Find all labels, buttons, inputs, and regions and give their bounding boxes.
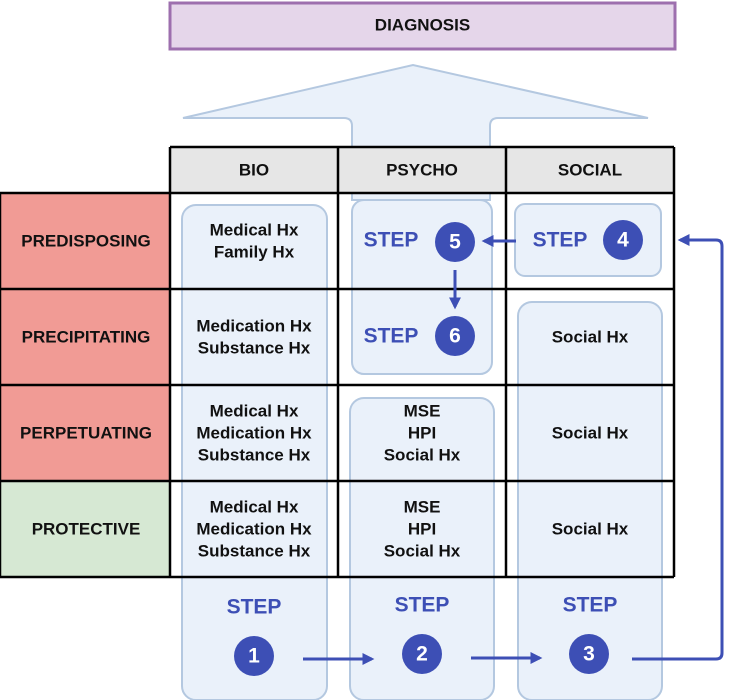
- grid-lines: [0, 145, 676, 579]
- step-6-badge: [435, 316, 475, 356]
- psycho-perpetuating-line-1: MSE: [404, 401, 441, 420]
- social-precipitating-text: Social Hx: [552, 327, 629, 346]
- step-2-number: 2: [416, 643, 428, 666]
- header-social: SOCIAL: [558, 160, 622, 179]
- social-bottom-lane: [517, 301, 663, 700]
- flow-arrows: [303, 234, 724, 665]
- step-3-badge: [569, 634, 609, 674]
- bio-protective-line-2: Medication Hx: [196, 519, 312, 538]
- bio-perpetuating-line-1: Medical Hx: [210, 401, 299, 420]
- header-psycho: PSYCHO: [386, 160, 458, 179]
- row-label-perpetuating: PERPETUATING: [20, 423, 152, 442]
- bio-perpetuating-line-3: Substance Hx: [198, 445, 311, 464]
- step-5-badge: [435, 222, 475, 262]
- psycho-protective-line-3: Social Hx: [384, 541, 461, 560]
- bio-perpetuating-line-2: Medication Hx: [196, 423, 312, 442]
- social-protective-text: Social Hx: [552, 519, 629, 538]
- step-6-word: STEP: [364, 325, 419, 348]
- diagnosis-label: DIAGNOSIS: [375, 15, 470, 34]
- step-5-number: 5: [449, 231, 461, 254]
- bio-precipitating-line-1: Medication Hx: [196, 316, 312, 335]
- step-4-badge: [603, 220, 643, 260]
- step-1-word: STEP: [227, 596, 282, 619]
- header-psycho-cell: [338, 147, 506, 193]
- bio-precipitating-line-2: Substance Hx: [198, 338, 311, 357]
- psycho-perpetuating-line-3: Social Hx: [384, 445, 461, 464]
- psycho-perpetuating-line-2: HPI: [408, 423, 436, 442]
- step-3-word: STEP: [563, 594, 618, 617]
- step-1-badge: [234, 636, 274, 676]
- row-fill-perpetuating: [0, 385, 170, 481]
- step-2-word: STEP: [395, 594, 450, 617]
- step-1-number: 1: [248, 645, 260, 668]
- psycho-protective-line-2: HPI: [408, 519, 436, 538]
- header-social-cell: [506, 147, 674, 193]
- bio-predisposing-line-1: Medical Hx: [210, 220, 299, 239]
- step-4-number: 4: [617, 229, 629, 252]
- row-fill-precipitating: [0, 289, 170, 385]
- bio-protective-line-1: Medical Hx: [210, 497, 299, 516]
- row-label-protective: PROTECTIVE: [32, 519, 141, 538]
- step-5-word: STEP: [364, 229, 419, 252]
- psycho-protective-line-1: MSE: [404, 497, 441, 516]
- row-label-precipitating: PRECIPITATING: [22, 327, 151, 346]
- header-bio-cell: [170, 147, 338, 193]
- row-fill-protective: [0, 481, 170, 577]
- arrow-step3-to-step4: [632, 234, 724, 661]
- social-perpetuating-text: Social Hx: [552, 423, 629, 442]
- psycho-bottom-lane: [349, 397, 495, 700]
- row-fill-predisposing: [0, 193, 170, 289]
- bio-predisposing-line-2: Family Hx: [214, 242, 295, 261]
- step-2-badge: [402, 634, 442, 674]
- diagnosis-box: [168, 1, 677, 51]
- row-label-predisposing: PREDISPOSING: [21, 231, 150, 250]
- bio-protective-line-3: Substance Hx: [198, 541, 311, 560]
- step-3-number: 3: [583, 643, 595, 666]
- step-6-number: 6: [449, 325, 461, 348]
- step-4-word: STEP: [533, 229, 588, 252]
- header-bio: BIO: [239, 160, 269, 179]
